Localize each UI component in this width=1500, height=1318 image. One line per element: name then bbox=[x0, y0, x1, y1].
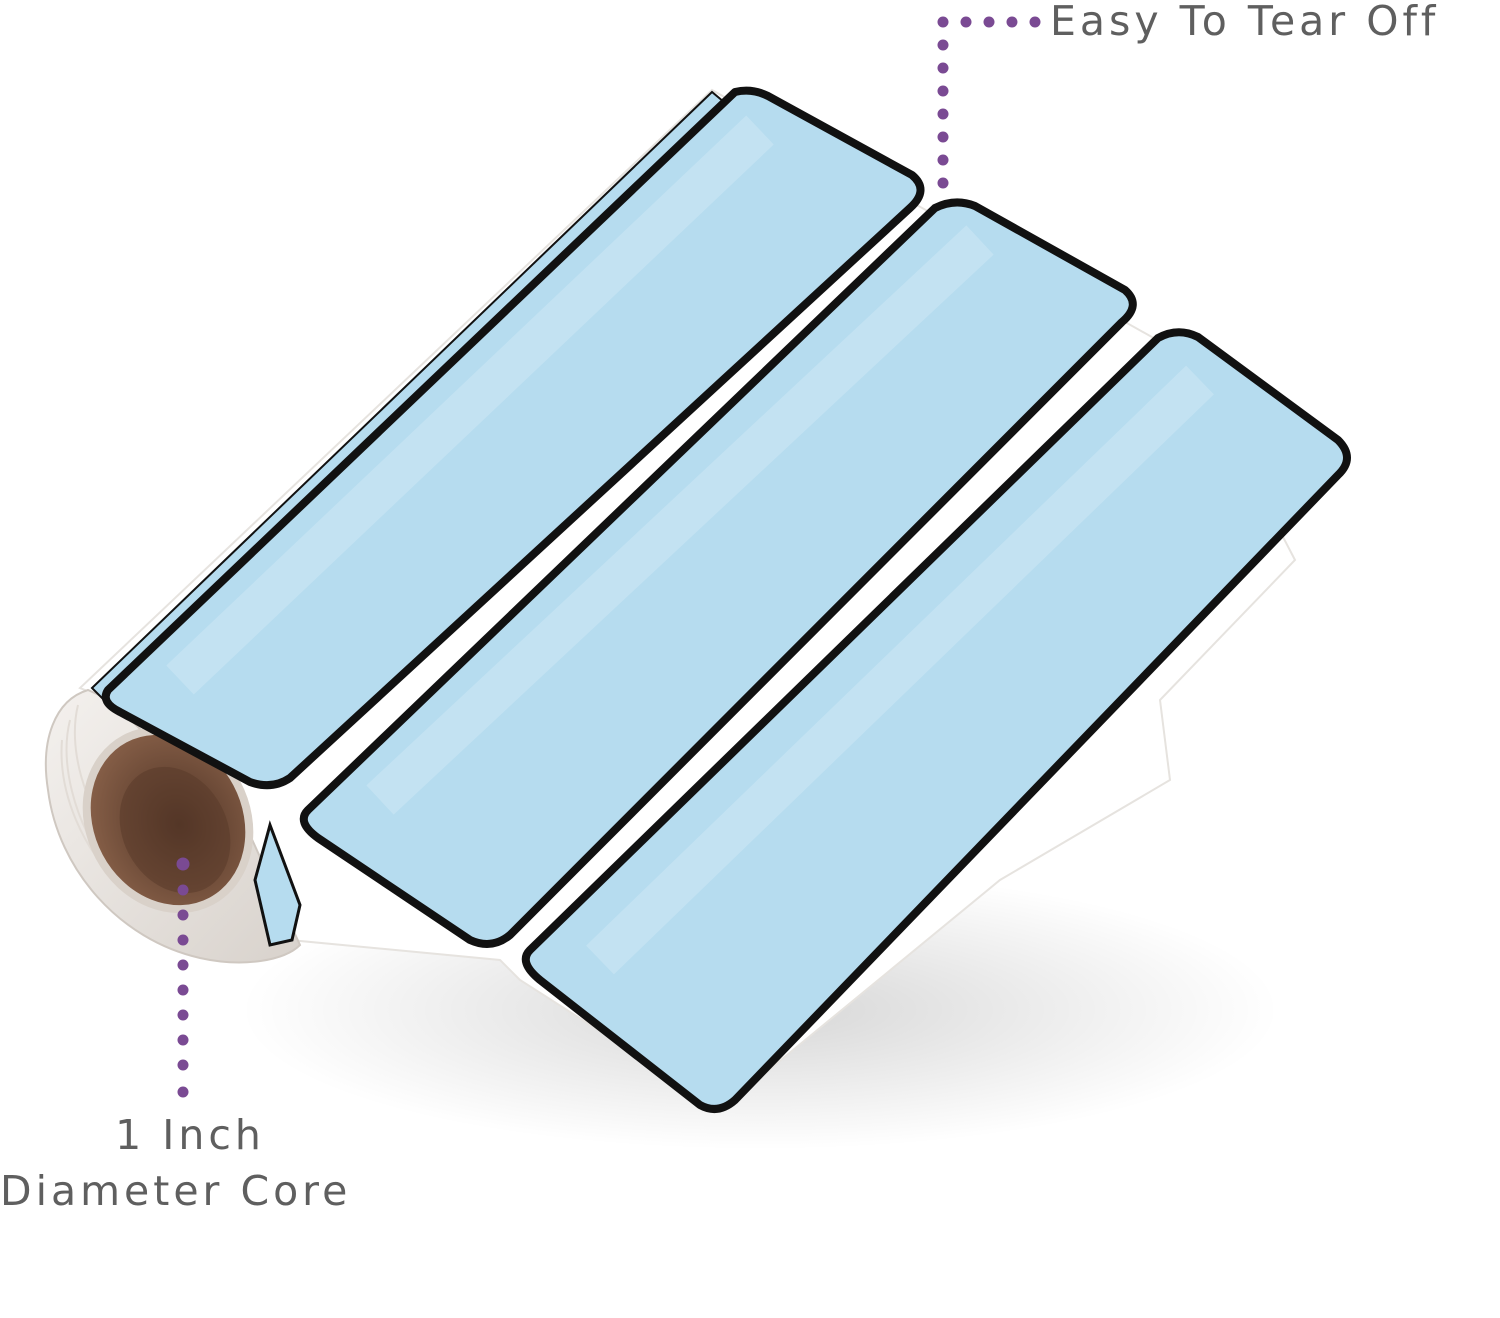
tear-off-pointer-icon bbox=[937, 16, 1041, 189]
blue-label-1 bbox=[101, 86, 925, 790]
tear-off-callout: Easy To Tear Off bbox=[1050, 0, 1440, 45]
blue-label-2 bbox=[299, 198, 1137, 948]
blue-label-3 bbox=[521, 328, 1351, 1113]
roll-lower-strip bbox=[253, 820, 302, 947]
core-callout-line2: Diameter Core bbox=[0, 1167, 352, 1215]
label-sheen bbox=[166, 115, 1214, 975]
roll-core-inner bbox=[119, 766, 231, 894]
core-pointer-icon bbox=[176, 857, 190, 1098]
core-callout-line1: 1 Inch bbox=[115, 1111, 265, 1159]
